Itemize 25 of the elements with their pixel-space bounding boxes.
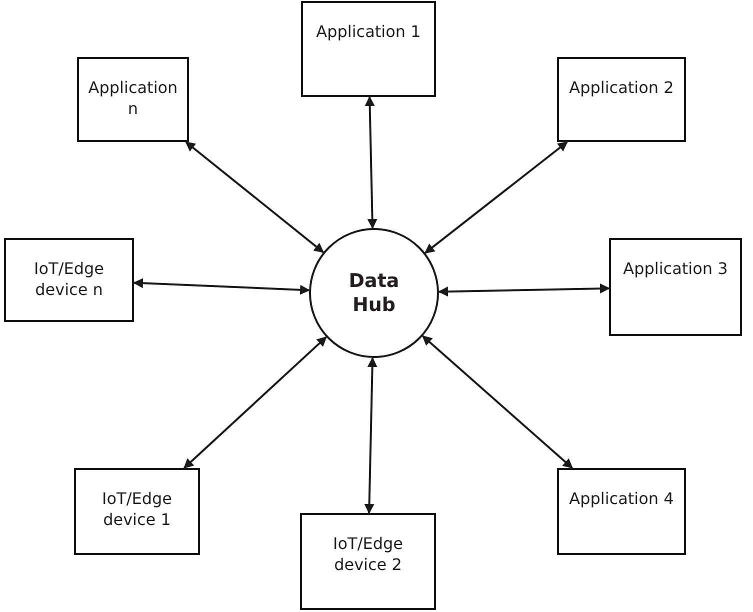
double-arrow — [183, 336, 327, 469]
node-label: Data Hub — [348, 269, 400, 317]
double-arrow — [364, 96, 378, 230]
node-label: Application 3 — [623, 258, 728, 279]
node-label: Application 1 — [316, 21, 421, 42]
node-label: Application n — [87, 77, 179, 119]
process-box — [557, 468, 686, 555]
double-arrow — [424, 141, 568, 254]
process-box — [74, 468, 200, 555]
double-arrow — [438, 284, 610, 297]
node-label: Application 2 — [569, 77, 674, 98]
node-label: IoT/Edge device 2 — [332, 533, 404, 575]
process-box — [77, 57, 189, 142]
double-arrow — [133, 278, 310, 295]
process-box — [4, 238, 134, 322]
double-arrow — [422, 335, 573, 469]
node-label: Application 4 — [569, 488, 674, 509]
double-arrow — [185, 141, 324, 254]
process-box — [301, 1, 436, 97]
process-box — [557, 57, 686, 142]
process-box — [300, 513, 436, 610]
node-label: IoT/Edge device n — [33, 258, 105, 300]
node-label: IoT/Edge device 1 — [101, 488, 173, 530]
double-arrow — [364, 356, 378, 514]
process-box — [609, 238, 742, 336]
